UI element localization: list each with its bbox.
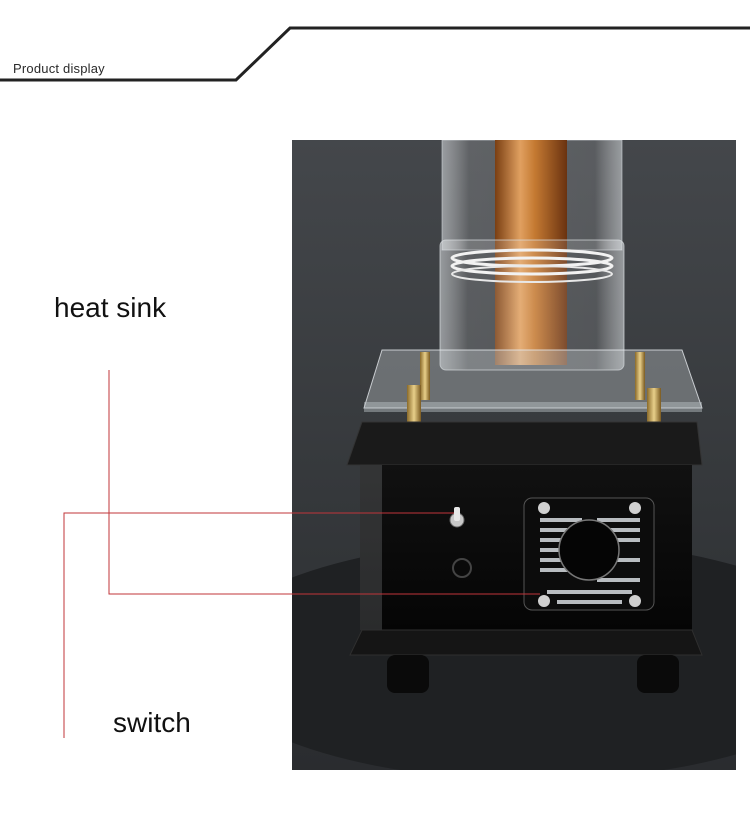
header-rule bbox=[0, 26, 750, 82]
heat-sink-label: heat sink bbox=[54, 292, 167, 323]
product-photo bbox=[292, 140, 736, 770]
page-title: Product display bbox=[13, 61, 105, 76]
switch-label: switch bbox=[113, 707, 191, 738]
